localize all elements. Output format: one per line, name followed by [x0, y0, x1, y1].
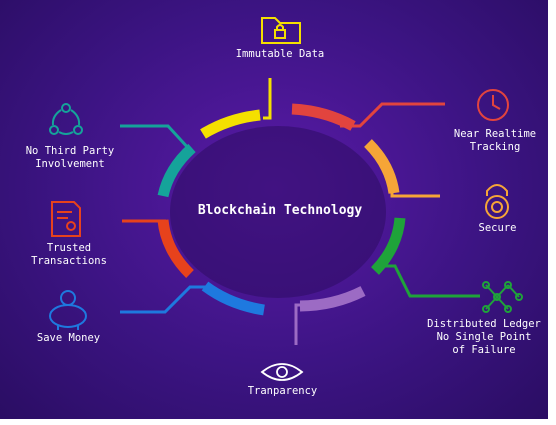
- connector-save: [120, 285, 208, 314]
- ring-segment-nothird: [157, 143, 196, 198]
- label-no-third-party: No Third Party Involvement: [25, 145, 115, 170]
- cycle-icon: [49, 103, 83, 135]
- diagram-canvas: Blockchain Technology Immutable Data Nea…: [0, 0, 548, 419]
- piggy-bank-icon: [49, 290, 87, 330]
- center-disc: [170, 126, 386, 298]
- connector-immutable: [263, 78, 272, 120]
- connector-transparency: [294, 303, 300, 345]
- clock-icon: [477, 89, 509, 121]
- label-transparency: Tranparency: [247, 385, 318, 397]
- connector-secure: [390, 190, 440, 198]
- certificate-document-icon: [51, 201, 81, 237]
- ring-segment-secure: [364, 139, 400, 194]
- ring-diagram: [49, 17, 523, 381]
- ring-segment-immutable: [200, 109, 261, 139]
- folder-lock-icon: [261, 17, 301, 44]
- connector-realtime: [340, 102, 445, 128]
- ring-segment-realtime: [291, 103, 356, 131]
- connector-nothird: [120, 124, 192, 152]
- eye-icon: [260, 363, 304, 381]
- label-save-money: Save Money: [36, 332, 101, 344]
- label-trusted-transactions: Trusted Transactions: [31, 242, 107, 267]
- label-secure: Secure: [478, 222, 517, 234]
- padlock-icon: [485, 184, 509, 219]
- label-immutable-data: Immutable Data: [235, 48, 325, 60]
- ring-segment-trusted: [157, 219, 194, 278]
- ring-segment-transparency: [299, 286, 366, 312]
- ring-segment-save: [201, 281, 265, 316]
- network-nodes-icon: [482, 281, 523, 313]
- connector-distributed: [378, 264, 480, 298]
- label-near-realtime: Near Realtime Tracking: [453, 128, 537, 153]
- label-distributed-ledger: Distributed Ledger No Single Point of Fa…: [427, 318, 541, 356]
- center-title: Blockchain Technology: [197, 203, 363, 218]
